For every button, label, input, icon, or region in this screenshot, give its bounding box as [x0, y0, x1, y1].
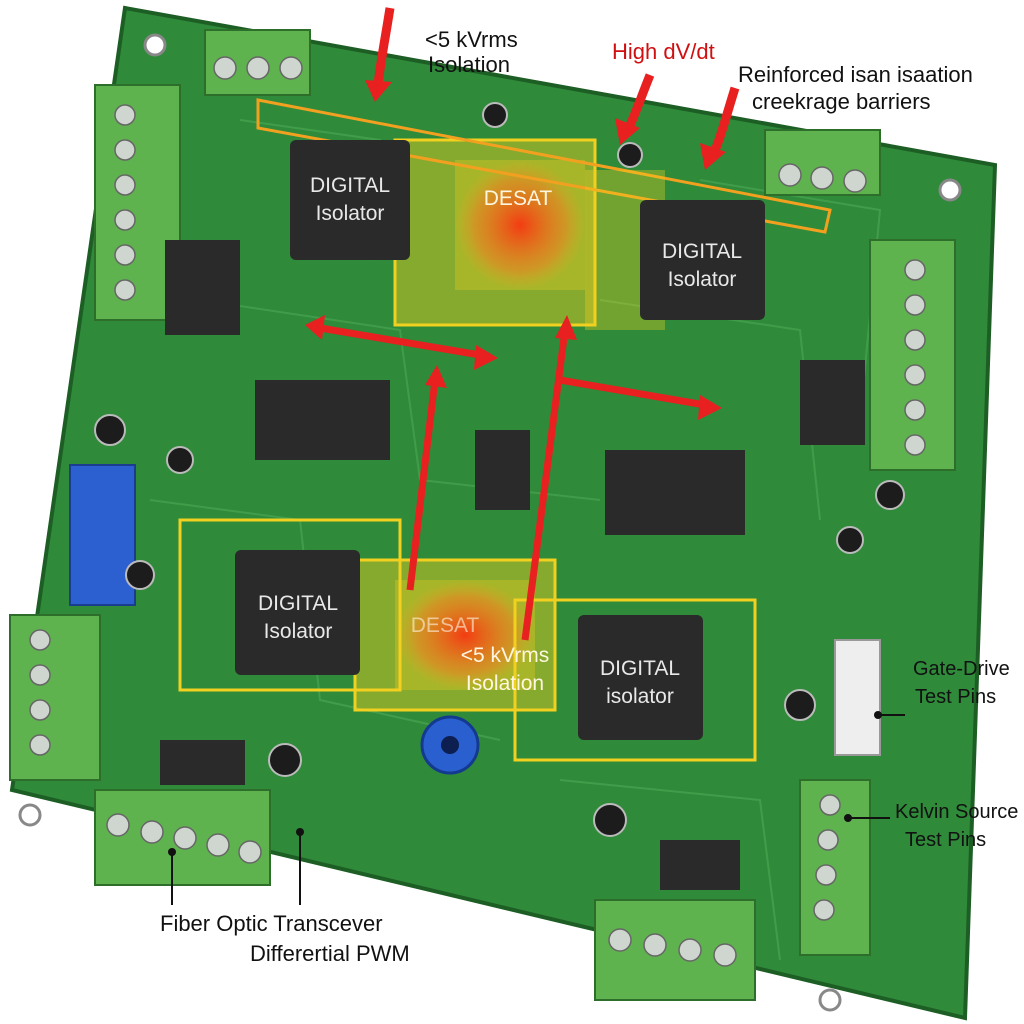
callout-isolation-top-line2: Isolation [428, 52, 510, 77]
digital-isolator-1: DIGITAL Isolator [290, 140, 410, 260]
misc-ics [160, 240, 865, 890]
callout-isolation-top-line1: <5 kVrms [425, 27, 518, 52]
capacitors [94, 102, 905, 837]
callout-gate-drive-line2: Test Pins [915, 686, 997, 708]
blue-connector [69, 464, 136, 606]
terminal-screws [29, 56, 926, 967]
signal-arrows [305, 315, 722, 641]
isolation-barrier-zones [178, 98, 832, 762]
callout-reinforced-line1: Reinforced isan isaation [738, 62, 973, 87]
chip-2-line2: Isolator [668, 268, 737, 291]
chip-1-line1: DIGITAL [310, 174, 390, 197]
chip-2-line1: DIGITAL [662, 240, 742, 263]
callout-kelvin-line1: Kelvin Source [895, 801, 1019, 823]
callout-gate-drive-line1: Gate-Drive [913, 658, 1010, 680]
chip-3-line1: DIGITAL [258, 592, 338, 615]
chip-3-line2: Isolator [264, 620, 333, 643]
callout-reinforced-line2: creekrage barriers [752, 89, 931, 114]
digital-isolator-4: DIGITAL isolator [578, 615, 703, 740]
chip-4-line2: isolator [606, 685, 674, 708]
callout-fiber-optic: Fiber Optic Transcever [160, 911, 383, 936]
terminal-blocks [9, 29, 956, 1001]
mounting-holes [18, 33, 962, 1012]
callout-arrows [365, 7, 740, 170]
center-isolation-line2: Isolation [466, 672, 544, 695]
callout-kelvin-line2: Test Pins [905, 829, 987, 851]
leader-lines [171, 714, 905, 905]
center-isolation-line1: <5 kVrms [461, 644, 550, 667]
callout-high-dvdt: High dV/dt [612, 39, 715, 64]
chip-4-line1: DIGITAL [600, 657, 680, 680]
callout-differential-pwm: Differertial PWM [250, 941, 410, 966]
desat-bottom-label: DESAT [411, 614, 480, 637]
gate-drive-test-header [834, 639, 881, 756]
chip-1-line2: Isolator [316, 202, 385, 225]
digital-isolator-2: DIGITAL Isolator [640, 200, 765, 320]
desat-top-label: DESAT [484, 187, 553, 210]
digital-isolator-3: DIGITAL Isolator [235, 550, 360, 675]
